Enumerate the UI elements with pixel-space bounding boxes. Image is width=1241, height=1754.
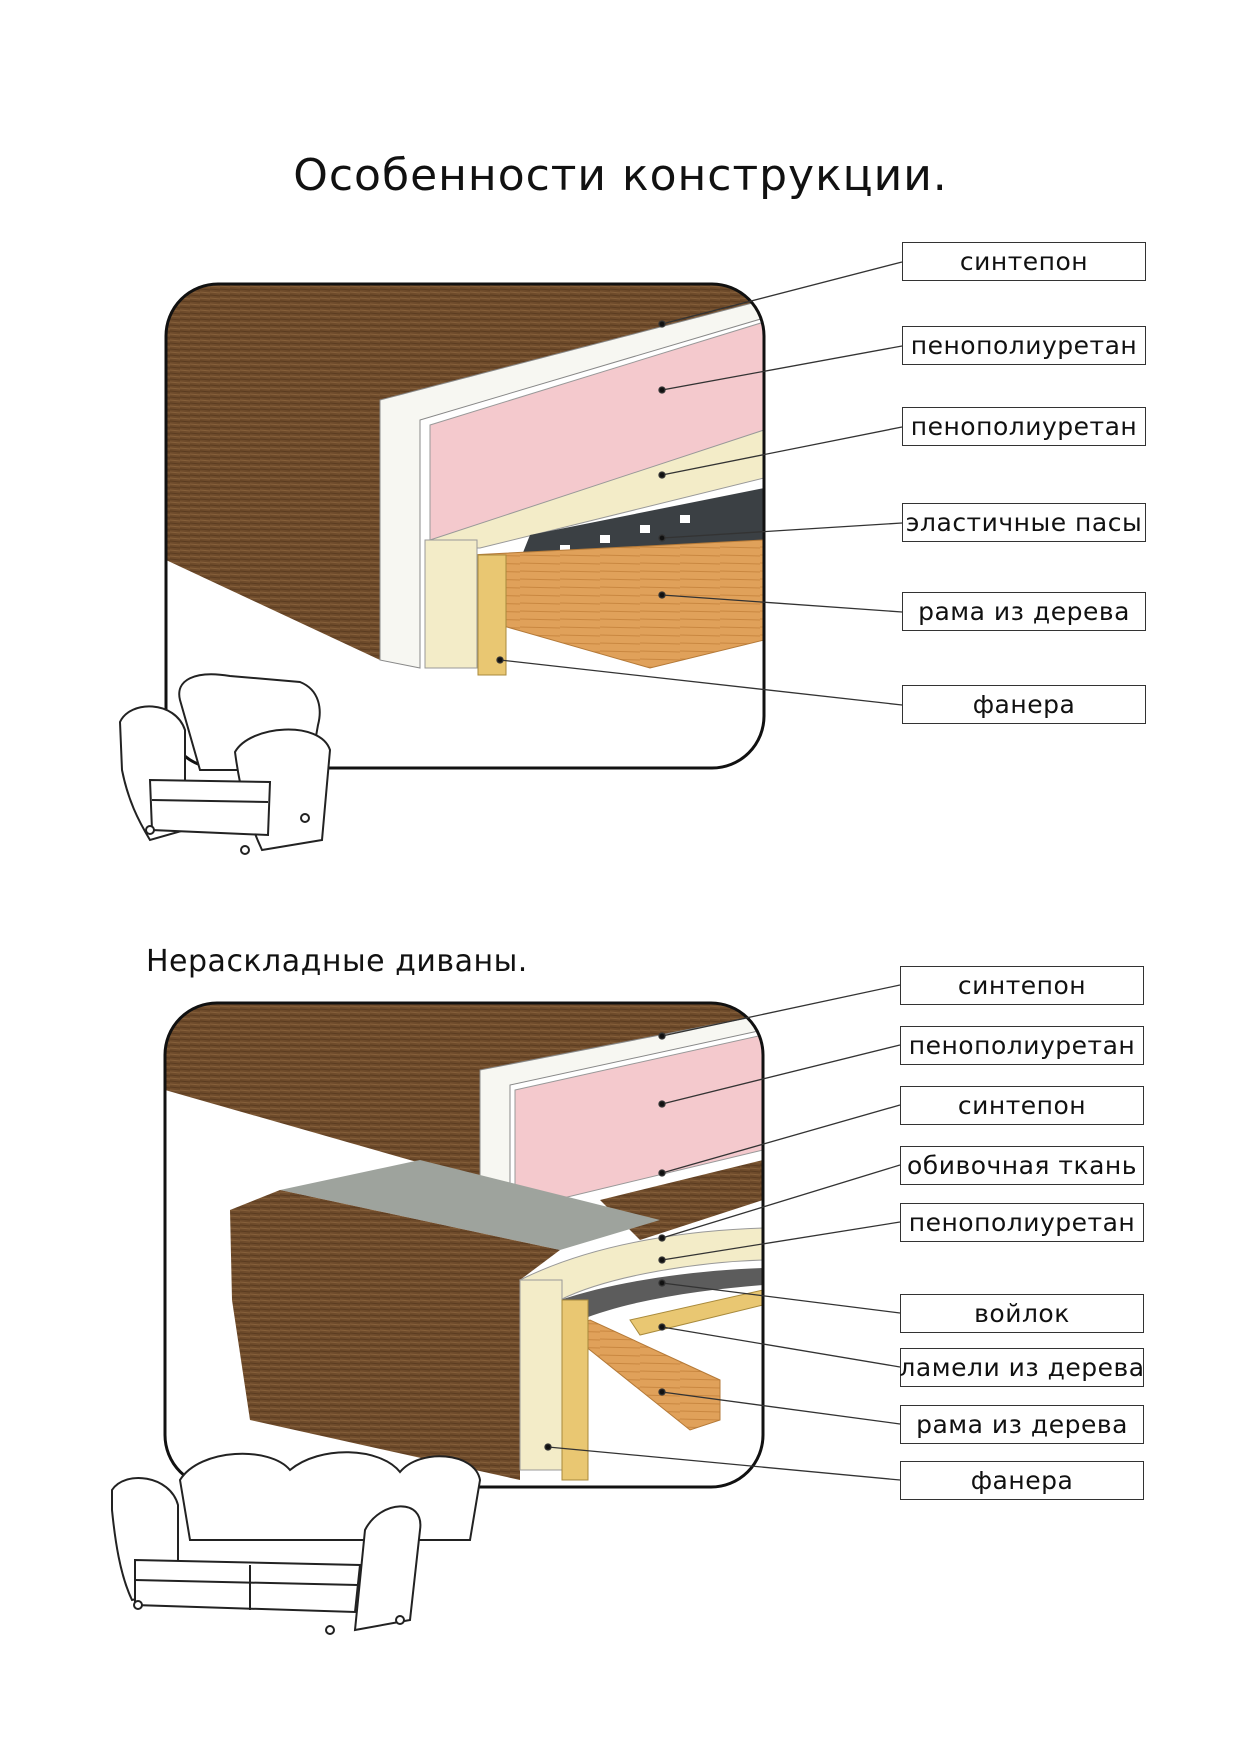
label-wooden-frame: рама из дерева	[902, 592, 1146, 631]
sofa-icon	[111, 1451, 482, 1635]
label-elastic-belts: эластичные пасы	[902, 503, 1146, 542]
plywood-panel	[477, 554, 507, 676]
label-synthetic-padding: синтепон	[900, 1086, 1144, 1125]
label-synthetic-padding: синтепон	[902, 242, 1146, 281]
cream-foam-arc	[518, 1227, 763, 1301]
fabric-upholstery	[166, 284, 764, 660]
side-foam	[424, 539, 478, 669]
front-fabric-block	[230, 1190, 560, 1480]
label-felt: войлок	[900, 1294, 1144, 1333]
label-polyurethane-foam: пенополиуретан	[902, 326, 1146, 365]
batting-layer	[379, 299, 764, 669]
label-synthetic-padding: синтепон	[900, 966, 1144, 1005]
label-polyurethane-foam: пенополиуретан	[900, 1026, 1144, 1065]
label-polyurethane-foam: пенополиуретан	[900, 1203, 1144, 1242]
upholstery-fabric-gray	[280, 1160, 660, 1250]
plywood-panel	[561, 1299, 589, 1481]
page-title: Особенности конструкции.	[293, 150, 948, 201]
label-upholstery-fabric: обивочная ткань	[900, 1146, 1144, 1185]
label-polyurethane-foam: пенополиуретан	[902, 407, 1146, 446]
felt-layer	[560, 1268, 763, 1320]
section-heading: Нераскладные диваны.	[146, 944, 528, 979]
side-foam	[519, 1279, 563, 1471]
label-wooden-slats: ламели из дерева	[899, 1348, 1144, 1387]
armchair-cross-section-diagram	[118, 261, 903, 855]
fabric-upholstery	[165, 1003, 763, 1180]
label-plywood: фанера	[902, 685, 1146, 724]
armchair-icon	[118, 673, 332, 855]
label-plywood: фанера	[900, 1461, 1144, 1500]
label-wooden-frame: рама из дерева	[900, 1405, 1144, 1444]
